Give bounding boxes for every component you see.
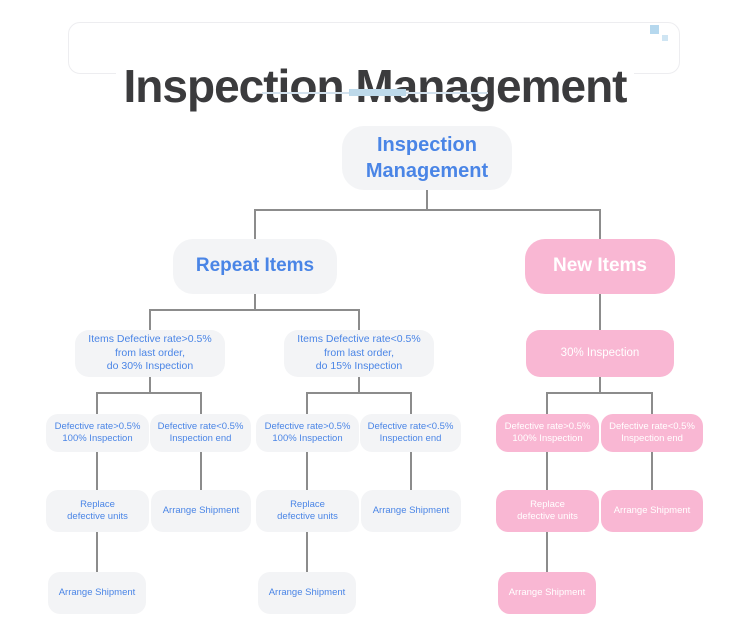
node-a-final-shipment: Arrange Shipment: [48, 572, 146, 614]
connector-line: [546, 392, 653, 394]
connector-line: [358, 377, 360, 394]
connector-line: [306, 392, 308, 414]
connector-line: [599, 209, 601, 239]
node-new-items: New Items: [525, 239, 675, 294]
connector-line: [410, 452, 412, 490]
node-repeat-low-rate-condition: Items Defective rate<0.5% from last orde…: [284, 330, 434, 377]
node-a-high-rate-check: Defective rate>0.5% 100% Inspection: [46, 414, 149, 452]
connector-line: [200, 452, 202, 490]
title-underline-accent: [349, 89, 406, 96]
connector-line: [254, 209, 256, 239]
node-root: Inspection Management: [342, 126, 512, 190]
node-c-high-rate-check: Defective rate>0.5% 100% Inspection: [256, 414, 359, 452]
connector-line: [96, 392, 98, 414]
node-e-high-rate-check: Defective rate>0.5% 100% Inspection: [496, 414, 599, 452]
node-e-final-shipment: Arrange Shipment: [498, 572, 596, 614]
node-b-arrange-shipment: Arrange Shipment: [151, 490, 251, 532]
connector-line: [651, 452, 653, 490]
decor-square-small-icon: [662, 35, 668, 41]
node-d-low-rate-check: Defective rate<0.5% Inspection end: [360, 414, 461, 452]
connector-line: [599, 377, 601, 394]
connector-line: [306, 532, 308, 572]
node-d-arrange-shipment: Arrange Shipment: [361, 490, 461, 532]
connector-line: [96, 452, 98, 490]
connector-line: [149, 309, 151, 330]
connector-line: [254, 209, 601, 211]
connector-line: [200, 392, 202, 414]
connector-line: [96, 392, 202, 394]
connector-line: [546, 532, 548, 572]
connector-line: [546, 392, 548, 414]
node-c-final-shipment: Arrange Shipment: [258, 572, 356, 614]
decor-square-icon: [650, 25, 659, 34]
node-repeat-items: Repeat Items: [173, 239, 337, 294]
connector-line: [149, 377, 151, 394]
connector-line: [426, 190, 428, 211]
connector-line: [149, 309, 360, 311]
node-new-30pct-inspection: 30% Inspection: [526, 330, 674, 377]
connector-line: [410, 392, 412, 414]
node-f-arrange-shipment: Arrange Shipment: [601, 490, 703, 532]
node-e-replace-units: Replace defective units: [496, 490, 599, 532]
node-f-low-rate-check: Defective rate<0.5% Inspection end: [601, 414, 703, 452]
connector-line: [254, 294, 256, 311]
connector-line: [358, 309, 360, 330]
page-title-text: Inspection Management: [115, 59, 635, 112]
node-a-replace-units: Replace defective units: [46, 490, 149, 532]
connector-line: [651, 392, 653, 414]
node-c-replace-units: Replace defective units: [256, 490, 359, 532]
node-b-low-rate-check: Defective rate<0.5% Inspection end: [150, 414, 251, 452]
connector-line: [306, 392, 412, 394]
connector-line: [96, 532, 98, 572]
connector-line: [599, 294, 601, 330]
connector-line: [306, 452, 308, 490]
node-repeat-high-rate-condition: Items Defective rate>0.5% from last orde…: [75, 330, 225, 377]
page-title: Inspection Management: [0, 59, 750, 112]
connector-line: [546, 452, 548, 490]
